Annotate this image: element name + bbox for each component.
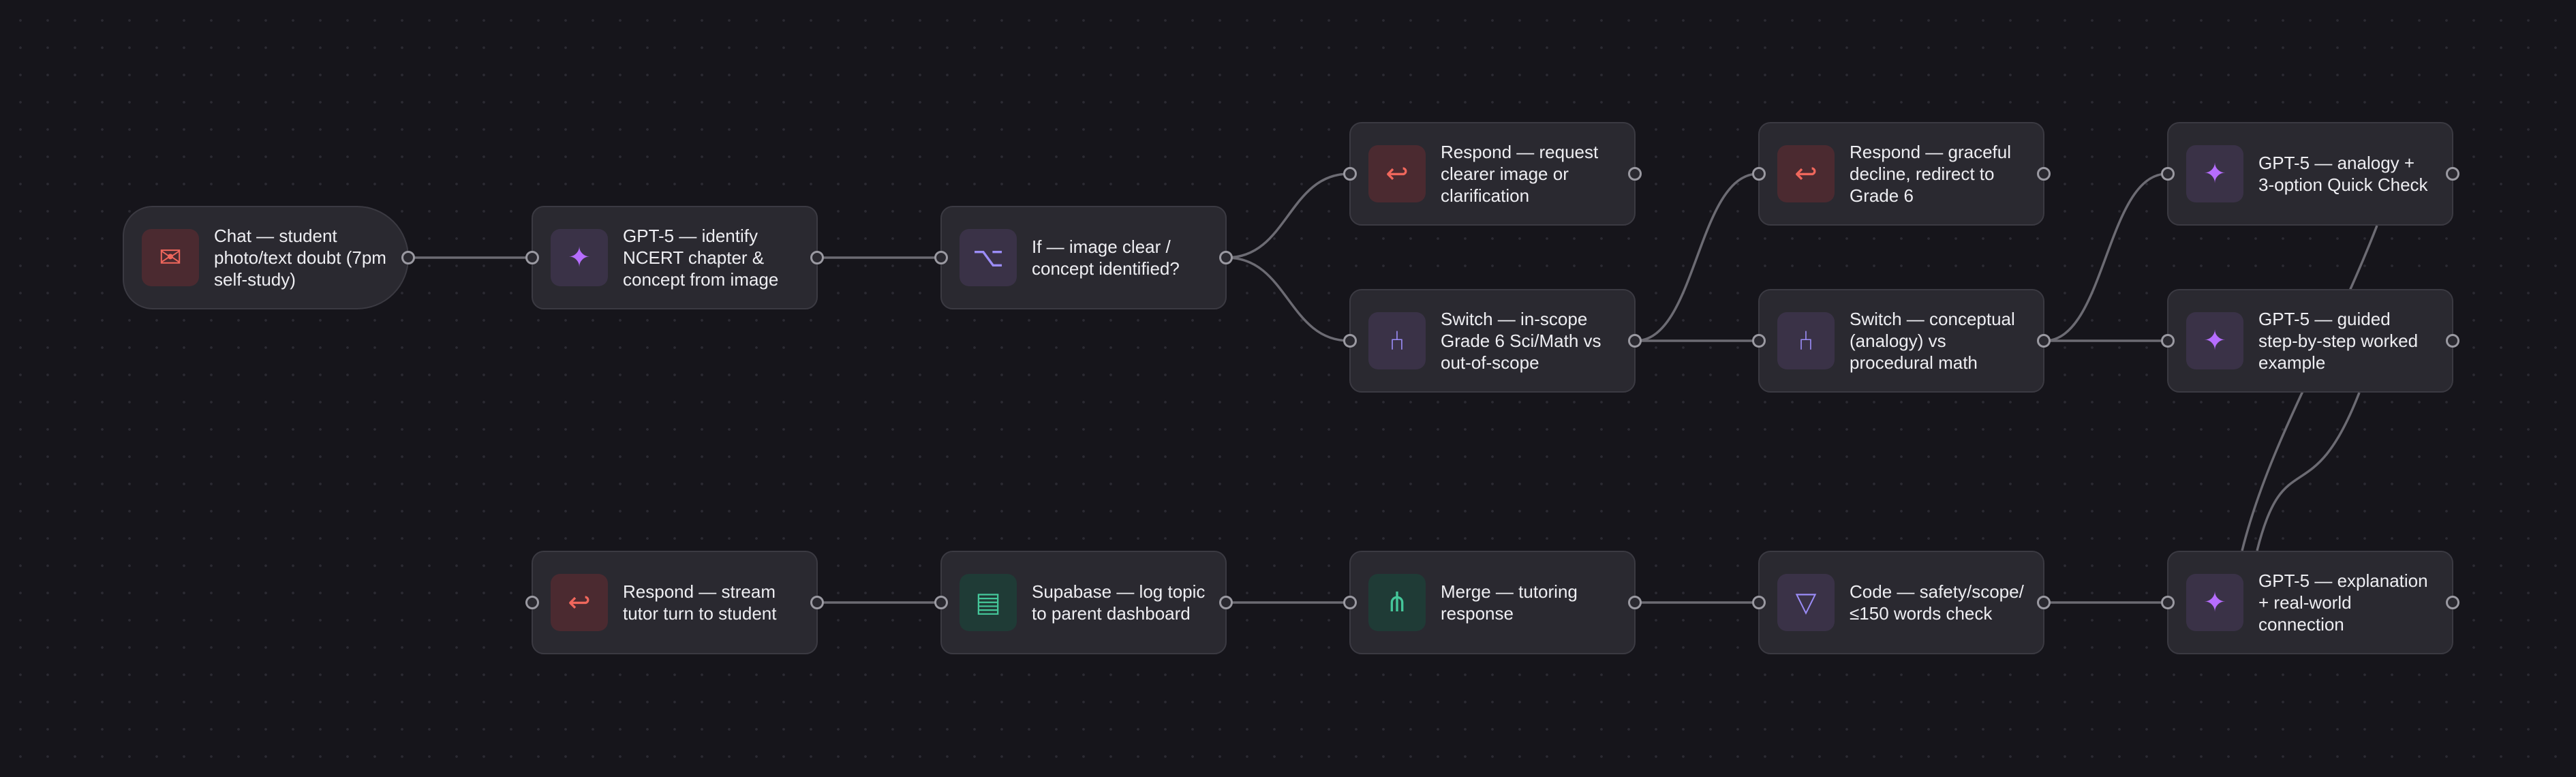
input-port[interactable] — [2161, 167, 2175, 181]
output-port[interactable] — [810, 251, 824, 264]
node-label: Switch — conceptual (analogy) vs procedu… — [1850, 309, 2015, 373]
output-port[interactable] — [1219, 596, 1233, 609]
sparkle-icon: ✦ — [2186, 312, 2243, 369]
output-port[interactable] — [2037, 596, 2051, 609]
node-code-check[interactable]: ▽ Code — safety/scope/ ≤150 words check — [1752, 551, 2051, 654]
node-switch-conceptual[interactable]: ⑃ Switch — conceptual (analogy) vs proced… — [1752, 289, 2051, 393]
output-port[interactable] — [401, 251, 415, 264]
node-label: Merge — tutoring response — [1441, 581, 1578, 624]
edge-gpt-analogy-to-code-check[interactable] — [2241, 225, 2378, 551]
sparkle-icon: ✦ — [2186, 574, 2243, 631]
node-label: GPT-5 — guided step-by-step worked examp… — [2258, 309, 2419, 373]
output-port[interactable] — [1628, 596, 1642, 609]
output-port[interactable] — [2446, 334, 2459, 348]
input-port[interactable] — [1752, 167, 1766, 181]
envelope-icon: ✉ — [142, 229, 199, 286]
switch-icon: ⑃ — [1777, 312, 1835, 369]
output-port[interactable] — [1628, 167, 1642, 181]
node-if-clear[interactable]: ⌥ If — image clear / concept identified? — [934, 206, 1233, 309]
edge-if-clear-to-switch-scope[interactable] — [1226, 256, 1350, 342]
node-label: Supabase — log topic to parent dashboard — [1032, 581, 1206, 624]
node-label: GPT-5 — analogy + 3-option Quick Check — [2258, 153, 2428, 195]
node-gpt-analogy[interactable]: ✦ GPT-5 — analogy + 3-option Quick Check — [2161, 122, 2459, 226]
edge-switch-scope-to-respond-decline[interactable] — [1635, 172, 1759, 342]
node-label: Chat — student photo/text doubt (7pm sel… — [214, 226, 386, 290]
output-port[interactable] — [2037, 334, 2051, 348]
sparkle-icon: ✦ — [2186, 145, 2243, 202]
database-icon: ▤ — [960, 574, 1017, 631]
output-port[interactable] — [1628, 334, 1642, 348]
output-port[interactable] — [2446, 596, 2459, 609]
input-port[interactable] — [525, 596, 539, 609]
input-port[interactable] — [1343, 596, 1357, 609]
node-supabase-log[interactable]: ▤ Supabase — log topic to parent dashboar… — [934, 551, 1233, 654]
input-port[interactable] — [1752, 596, 1766, 609]
switch-icon: ⑃ — [1368, 312, 1426, 369]
branch-icon: ⌥ — [960, 229, 1017, 286]
output-port[interactable] — [1219, 251, 1233, 264]
input-port[interactable] — [1343, 167, 1357, 181]
node-label: GPT-5 — explanation + real-world connect… — [2258, 570, 2428, 635]
node-chat[interactable]: ✉ Chat — student photo/text doubt (7pm se… — [123, 206, 415, 309]
node-gpt-identify[interactable]: ✦ GPT-5 — identify NCERT chapter & concep… — [525, 206, 824, 309]
reply-icon: ↩ — [1368, 145, 1426, 202]
input-port[interactable] — [2161, 596, 2175, 609]
edge-gpt-guided-to-code-check[interactable] — [2256, 392, 2361, 551]
edge-switch-conceptual-to-gpt-analogy[interactable] — [2044, 172, 2168, 342]
input-port[interactable] — [1343, 334, 1357, 348]
node-gpt-explanation[interactable]: ✦ GPT-5 — explanation + real-world connec… — [2161, 551, 2459, 654]
node-switch-scope[interactable]: ⑃ Switch — in-scope Grade 6 Sci/Math vs o… — [1343, 289, 1642, 393]
node-gpt-guided[interactable]: ✦ GPT-5 — guided step-by-step worked exam… — [2161, 289, 2459, 393]
input-port[interactable] — [525, 251, 539, 264]
node-respond-clearer[interactable]: ↩ Respond — request clearer image or clar… — [1343, 122, 1642, 226]
input-port[interactable] — [1752, 334, 1766, 348]
output-port[interactable] — [810, 596, 824, 609]
input-port[interactable] — [2161, 334, 2175, 348]
node-label: Switch — in-scope Grade 6 Sci/Math vs ou… — [1441, 309, 1601, 373]
node-label: If — image clear / concept identified? — [1032, 237, 1180, 279]
output-port[interactable] — [2446, 167, 2459, 181]
node-label: GPT-5 — identify NCERT chapter & concept… — [623, 226, 779, 290]
merge-icon: ⋔ — [1368, 574, 1426, 631]
edge-if-clear-to-respond-clearer[interactable] — [1226, 172, 1350, 259]
node-respond-decline[interactable]: ↩ Respond — graceful decline, redirect to… — [1752, 122, 2051, 226]
node-respond-stream[interactable]: ↩ Respond — stream tutor turn to student — [525, 551, 824, 654]
input-port[interactable] — [934, 596, 948, 609]
filter-icon: ▽ — [1777, 574, 1835, 631]
node-label: Code — safety/scope/ ≤150 words check — [1850, 581, 2024, 624]
reply-icon: ↩ — [551, 574, 608, 631]
input-port[interactable] — [934, 251, 948, 264]
node-label: Respond — graceful decline, redirect to … — [1850, 142, 2012, 206]
node-label: Respond — stream tutor turn to student — [623, 581, 777, 624]
node-merge[interactable]: ⋔ Merge — tutoring response — [1343, 551, 1642, 654]
node-label: Respond — request clearer image or clari… — [1441, 142, 1599, 206]
sparkle-icon: ✦ — [551, 229, 608, 286]
output-port[interactable] — [2037, 167, 2051, 181]
reply-icon: ↩ — [1777, 145, 1835, 202]
